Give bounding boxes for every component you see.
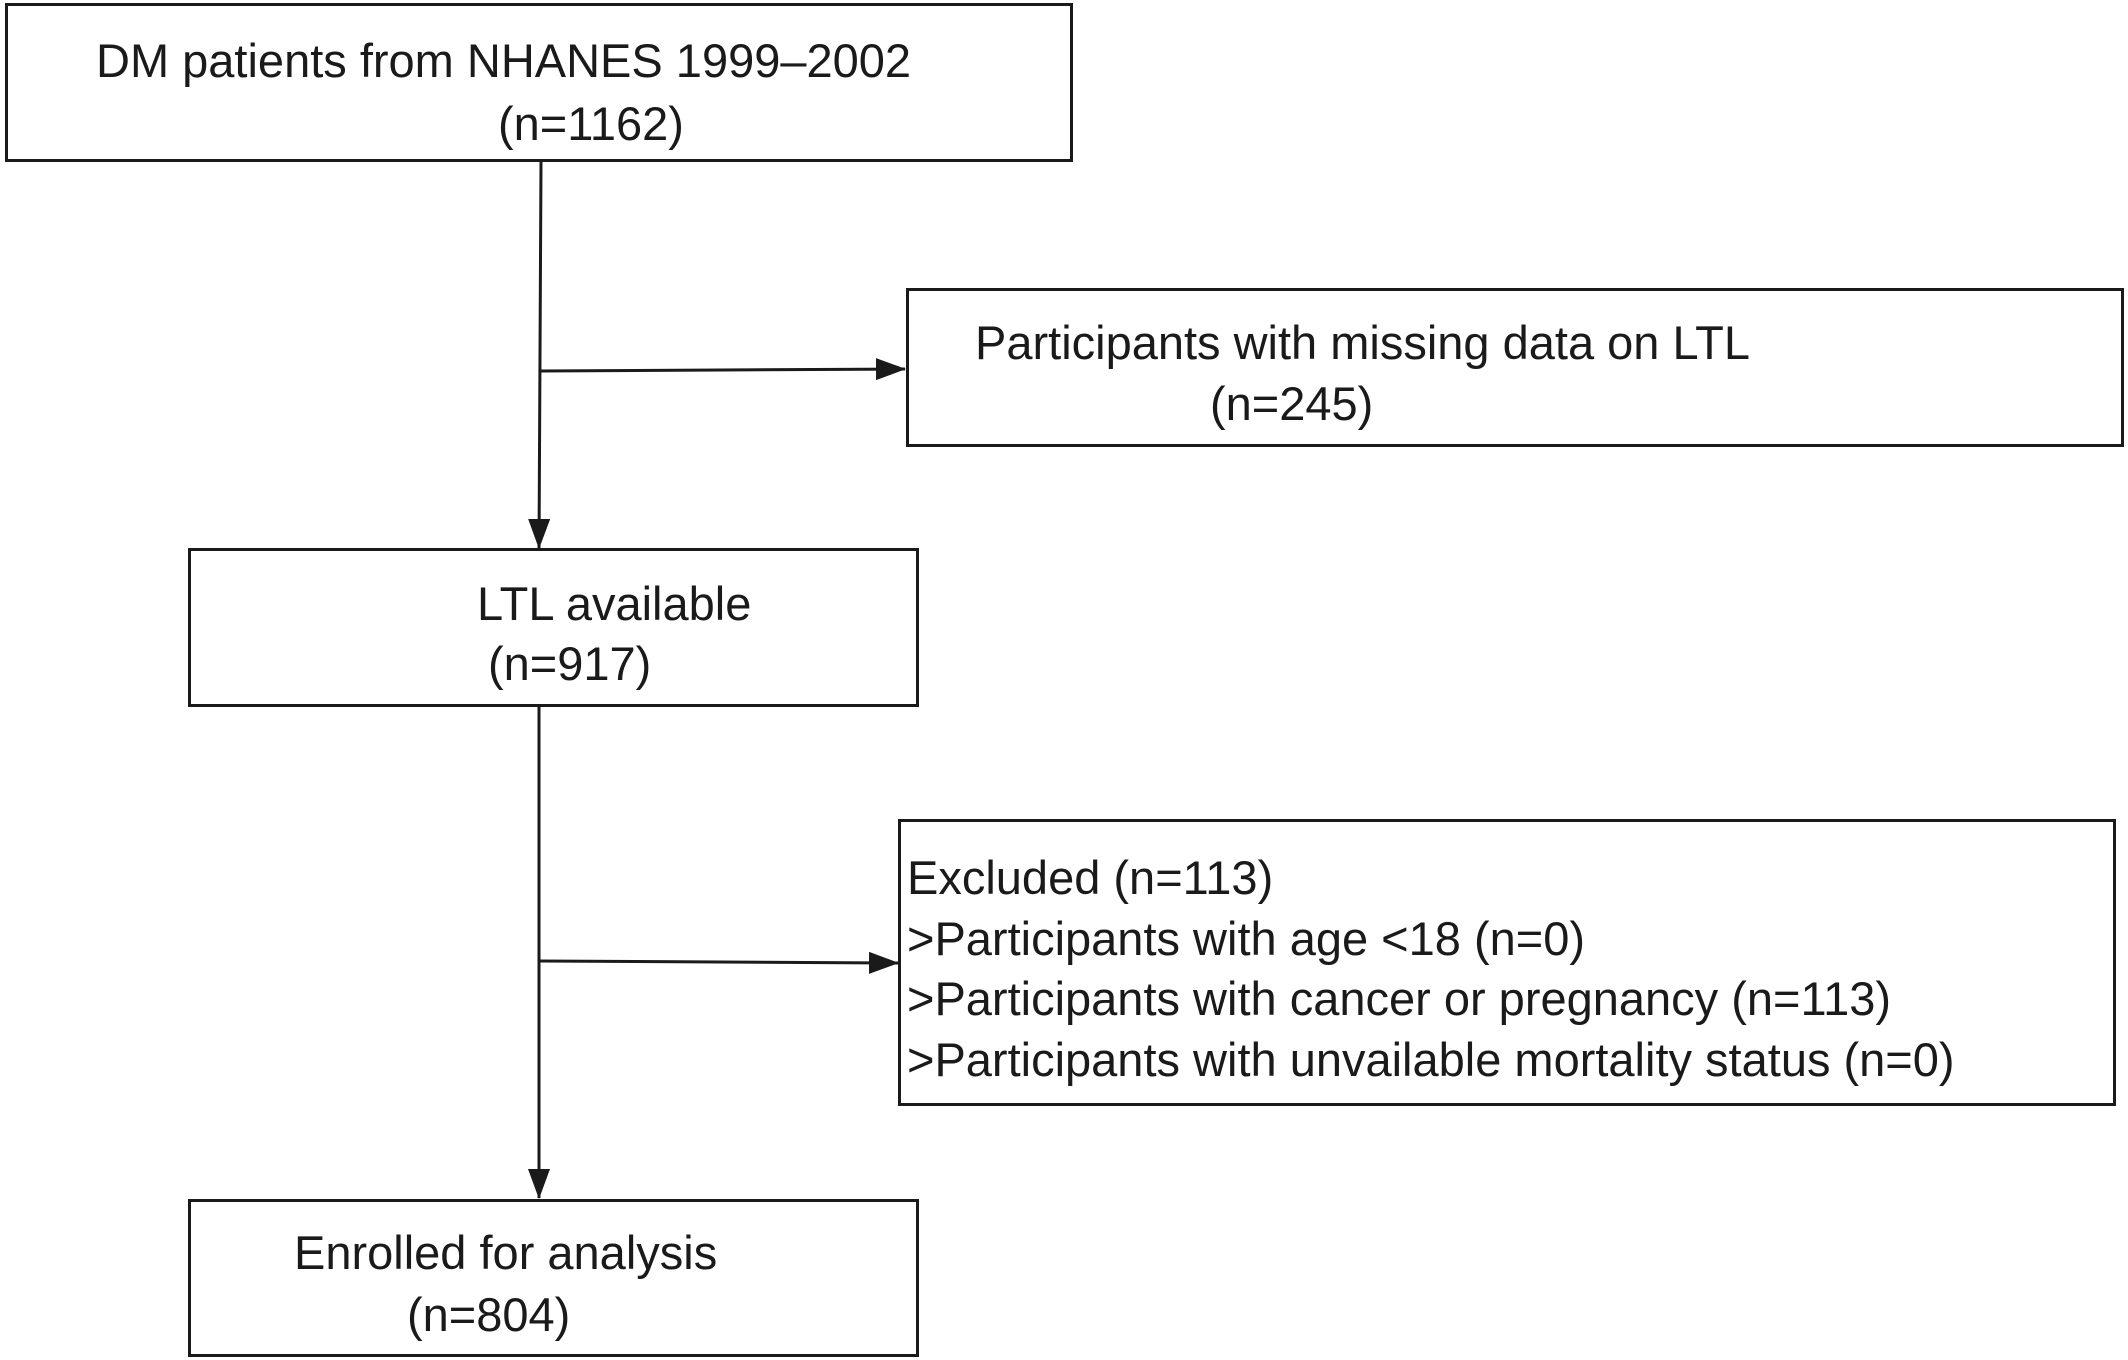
- ltl-available-box: LTL available (n=917): [188, 548, 919, 707]
- ltl-available-label: LTL available: [477, 577, 752, 630]
- source-population-count: (n=1162): [498, 97, 684, 150]
- arrow-source-to-available: [528, 161, 551, 549]
- enrolled-count: (n=804): [407, 1288, 571, 1341]
- arrow-to-excluded-box: [538, 951, 899, 974]
- ltl-available-count: (n=917): [488, 637, 652, 690]
- source-population-label: DM patients from NHANES 1999–2002: [96, 34, 912, 87]
- missing-data-label: Participants with missing data on LTL: [975, 316, 1750, 369]
- enrolled-label: Enrolled for analysis: [294, 1226, 718, 1279]
- excluded-item-cancer-pregnancy: >Participants with cancer or pregnancy (…: [907, 972, 1892, 1025]
- excluded-box: Excluded (n=113) >Participants with age …: [898, 819, 2116, 1106]
- excluded-item-mortality: >Participants with unvailable mortality …: [907, 1033, 1955, 1086]
- arrow-to-missing-box: [540, 358, 906, 381]
- missing-data-box: Participants with missing data on LTL (n…: [906, 288, 2124, 447]
- excluded-item-age: >Participants with age <18 (n=0): [907, 912, 1585, 965]
- excluded-title: Excluded (n=113): [907, 851, 1274, 904]
- enrolled-box: Enrolled for analysis (n=804): [188, 1199, 919, 1357]
- missing-data-count: (n=245): [1210, 377, 1374, 430]
- source-population-box: DM patients from NHANES 1999–2002 (n=116…: [5, 3, 1073, 162]
